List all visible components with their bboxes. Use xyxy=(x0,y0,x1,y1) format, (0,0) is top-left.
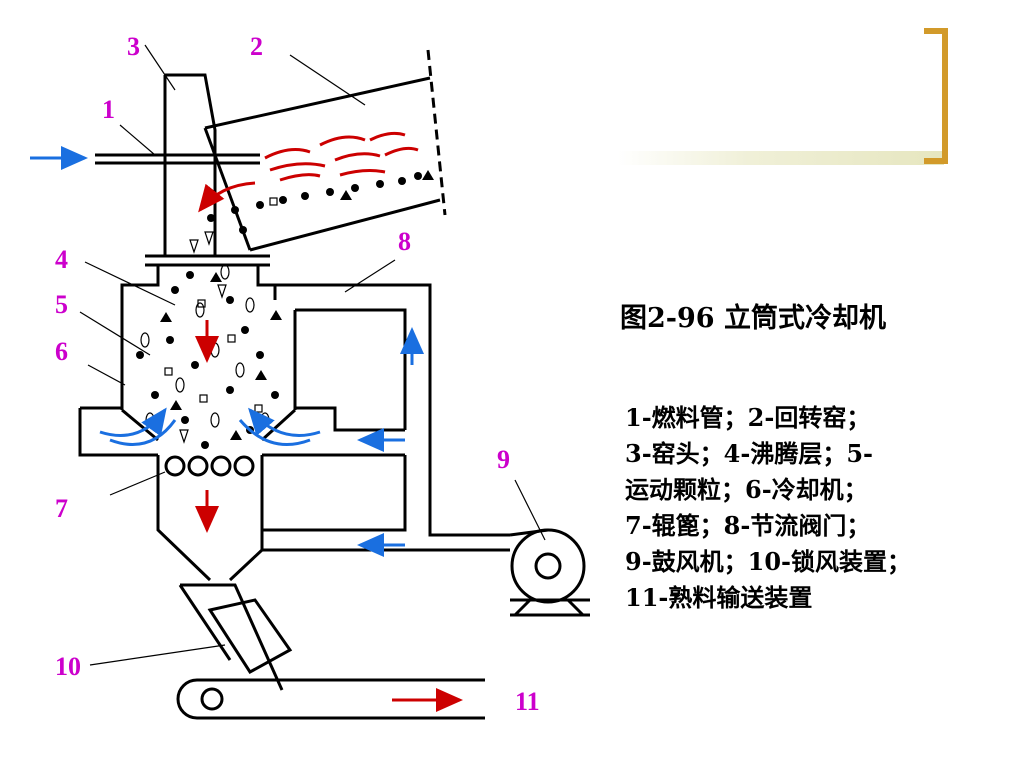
label-1: 1 xyxy=(102,95,115,124)
label-7: 7 xyxy=(55,494,68,523)
legend-line: 运动颗粒；6-冷却机； xyxy=(625,475,868,504)
legend-line: 1-燃料管；2-回转窑； xyxy=(625,403,871,432)
legend-line: 11-熟料输送装置 xyxy=(625,583,813,612)
label-4: 4 xyxy=(55,245,68,274)
figure-caption: 图2-96 立筒式冷却机 xyxy=(620,303,886,334)
legend-line: 9-鼓风机；10-锁风装置； xyxy=(625,547,912,576)
label-5: 5 xyxy=(55,290,68,319)
right-air-arrow xyxy=(248,407,321,437)
label-3: 3 xyxy=(127,32,140,61)
left-air-arrow xyxy=(99,407,167,437)
label-9: 9 xyxy=(497,445,510,474)
label-2: 2 xyxy=(250,32,263,61)
leader-lines xyxy=(79,44,546,666)
label-8: 8 xyxy=(398,227,411,256)
label-11: 11 xyxy=(515,687,540,716)
decorative-bracket xyxy=(924,28,948,164)
legend-line: 7-辊篦；8-节流阀门； xyxy=(625,511,871,540)
legend-line: 3-窑头；4-沸腾层；5- xyxy=(625,439,873,468)
equipment-outline xyxy=(78,73,590,720)
flame xyxy=(264,131,419,182)
label-6: 6 xyxy=(55,337,68,366)
decorative-bar xyxy=(618,151,944,165)
material-fall-arrow xyxy=(198,181,256,213)
label-10: 10 xyxy=(55,652,81,681)
legend: 1-燃料管；2-回转窑； 3-窑头；4-沸腾层；5- 运动颗粒；6-冷却机； 7… xyxy=(625,400,1020,616)
